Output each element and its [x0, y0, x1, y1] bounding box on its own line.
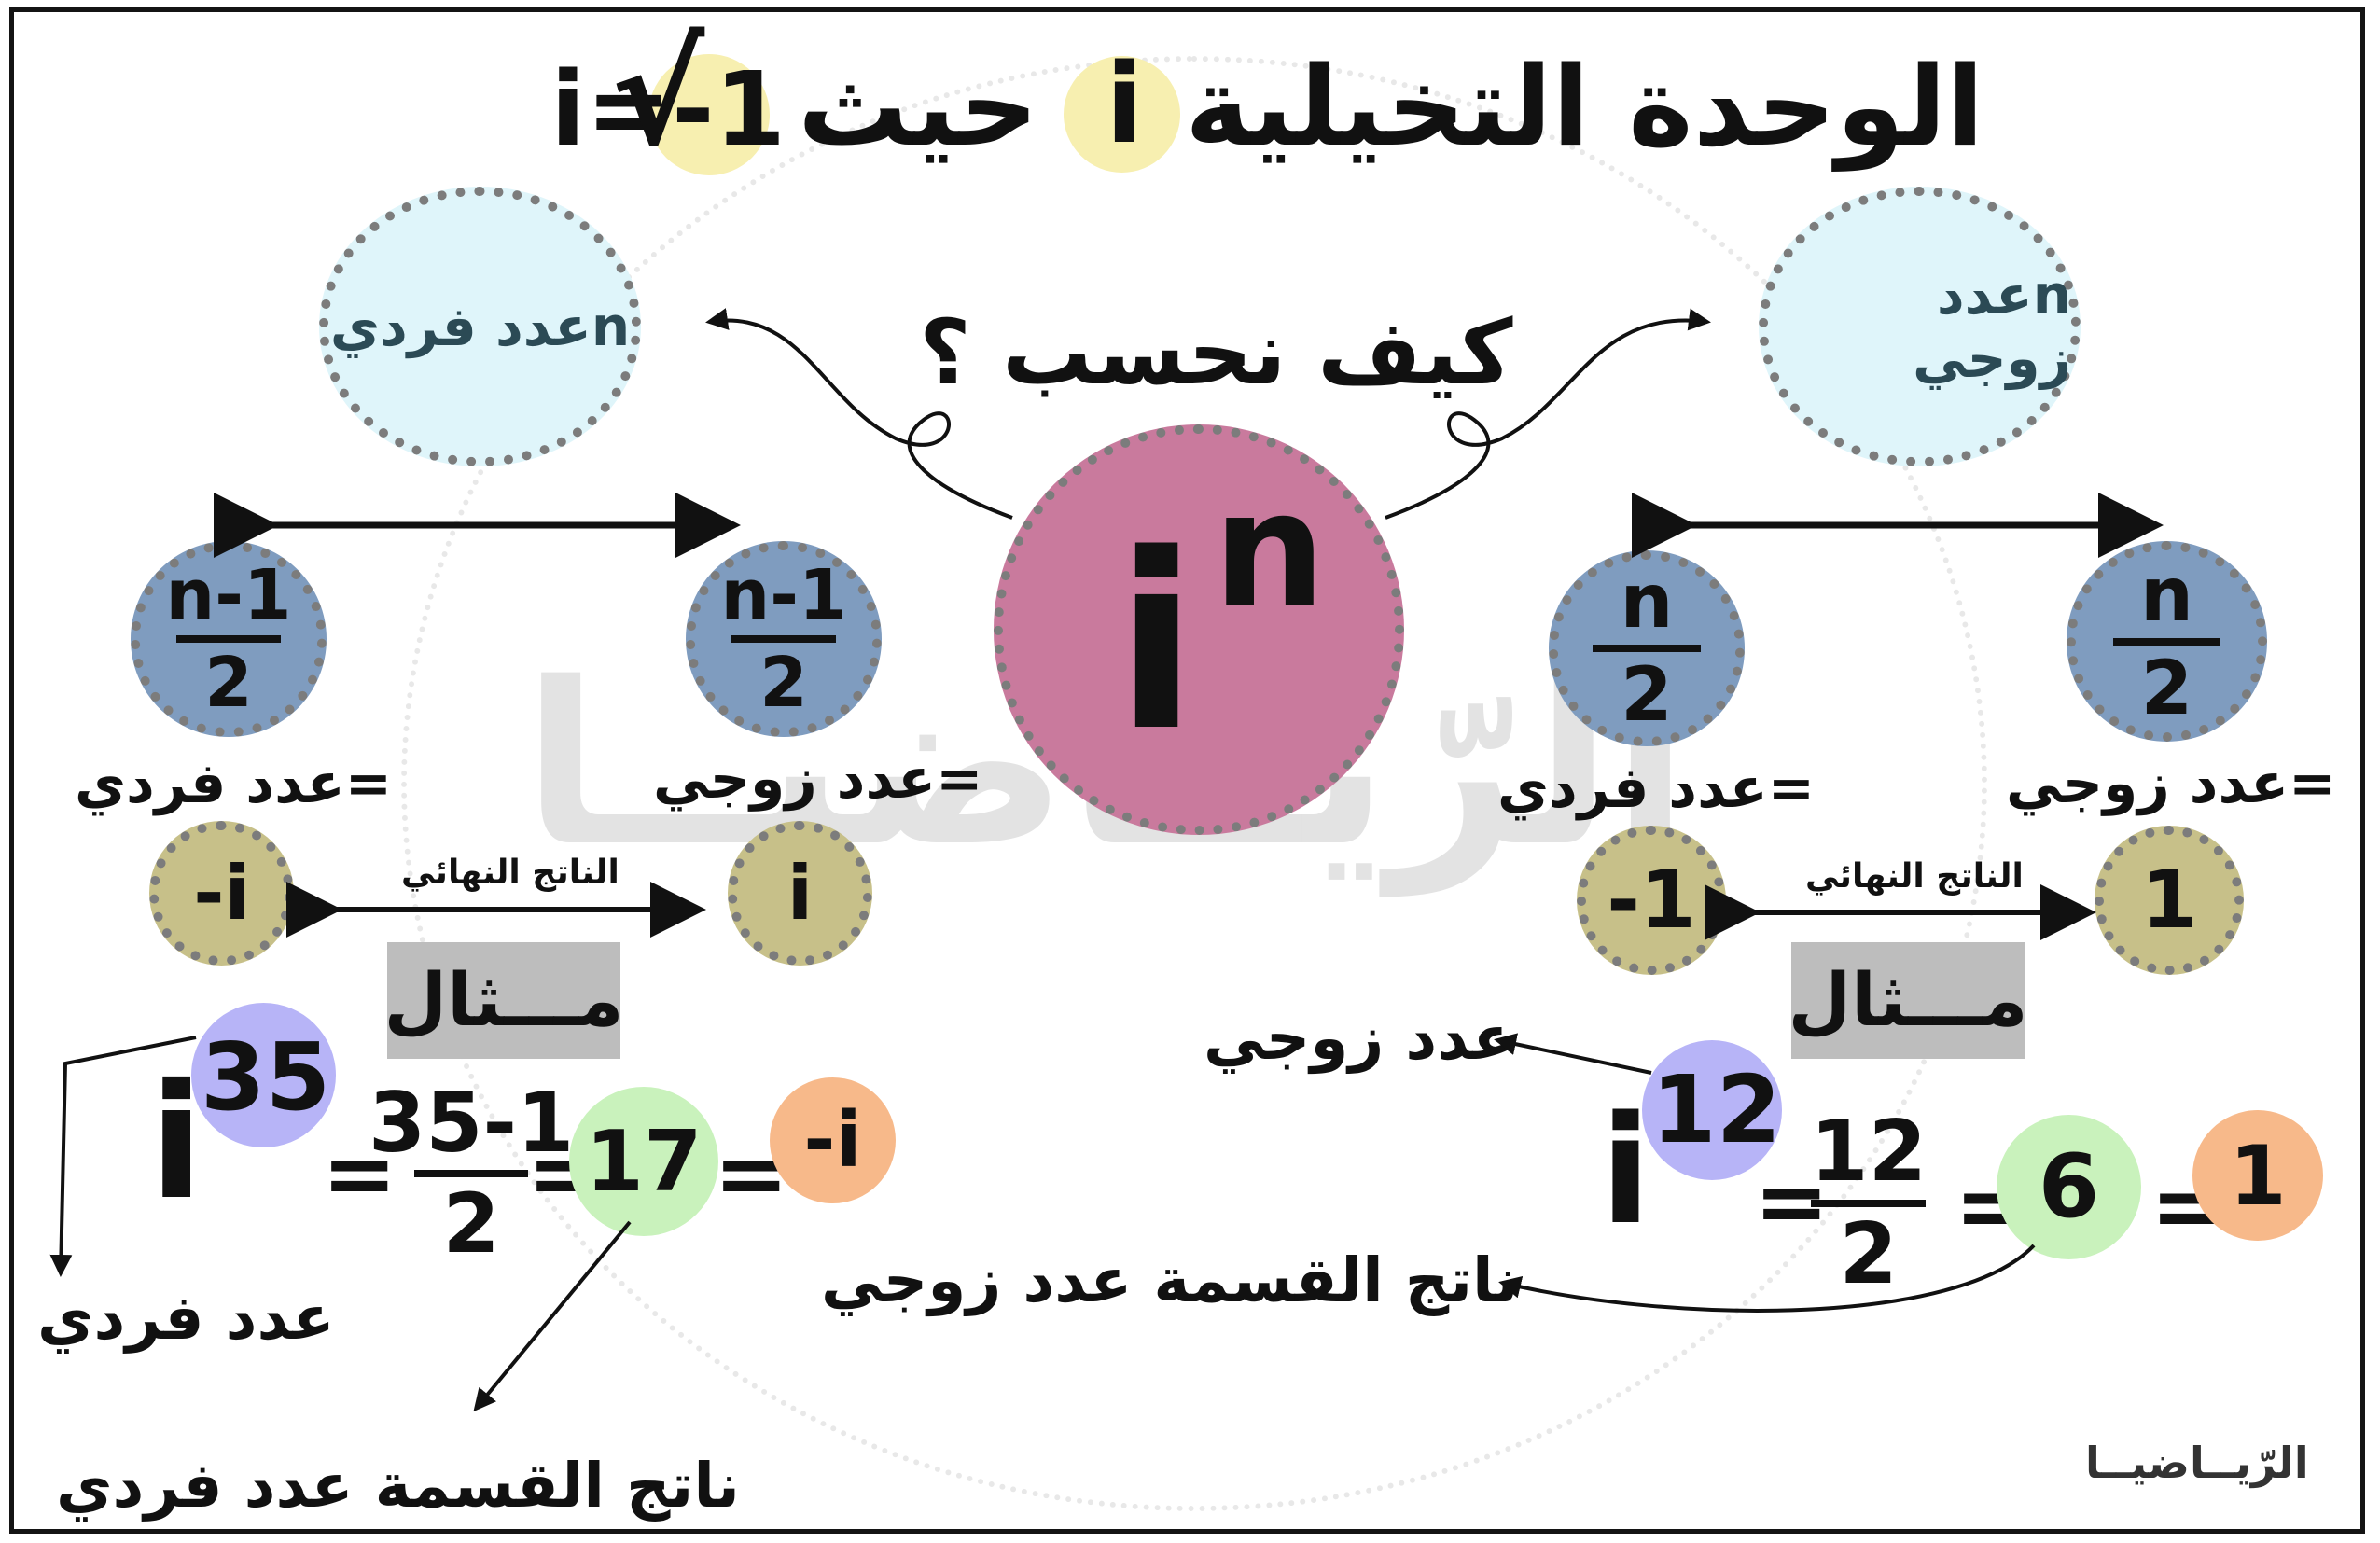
right-even-fraction-den: 2	[2112, 637, 2221, 726]
right-odd-result-label: =عدد فردي	[1497, 756, 1815, 821]
left-odd-result-label: =عدد فردي	[75, 751, 392, 816]
right-example-fraction-den: 2	[1811, 1200, 1926, 1297]
right-exponent-note-arrow	[1494, 1033, 1652, 1075]
right-example-base: i	[1600, 1083, 1651, 1258]
right-example-quotient-note: ناتج القسمة عدد زوجي	[821, 1244, 1519, 1316]
right-example-exponent: 12	[1651, 1055, 1782, 1164]
right-example-fraction-num: 12	[1810, 1103, 1928, 1201]
left-odd-fraction: n-1 2	[157, 561, 301, 717]
left-exponent-note-arrow	[49, 1036, 197, 1277]
right-odd-result-value: -1	[1607, 854, 1696, 947]
title-formula-lhs: i=	[550, 49, 672, 169]
odd-n-case-circle: nعدد فردي	[319, 187, 641, 466]
center-exponent-n: n	[1213, 458, 1327, 643]
even-n-case-circle: nعدد زوجي	[1759, 187, 2081, 466]
center-base-i: i	[1115, 503, 1199, 785]
right-even-fraction-num: n	[2140, 550, 2193, 638]
right-even-result-label: =عدد زوجي	[2006, 751, 2336, 816]
right-even-result-value: 1	[2141, 854, 2197, 947]
even-n-case-text: عدد زوجي	[1913, 263, 2071, 390]
right-even-fraction-circle: n 2	[2067, 541, 2267, 742]
left-example-base: i	[149, 1050, 204, 1235]
left-example-exponent: 35	[201, 1022, 331, 1132]
odd-n-case-label: nعدد فردي	[330, 295, 630, 358]
right-odd-fraction-num: n	[1620, 558, 1674, 645]
left-odd-fraction-den: 2	[176, 635, 281, 717]
left-example-quotient-circle: 17	[569, 1087, 718, 1236]
right-example-label: مـــثال	[1788, 942, 2028, 1059]
brand-logo: الرّيــاضيــا	[2085, 1438, 2309, 1488]
odd-n-symbol: n	[591, 295, 631, 358]
left-example-fraction: 35-1 2	[359, 1082, 583, 1265]
title-i-highlight	[1064, 56, 1180, 173]
background-circle	[401, 56, 1987, 1511]
title-radicand-highlight	[648, 54, 770, 175]
how-to-calculate-question: كيف نحسب ؟	[919, 300, 1513, 405]
left-example-result-circle: -i	[770, 1077, 896, 1203]
curve-to-odd-case	[705, 308, 1013, 520]
left-even-fraction: n-1 2	[712, 561, 856, 717]
center-power-circle: i n	[994, 424, 1404, 835]
left-odd-fraction-num: n-1	[165, 555, 292, 635]
left-example-equals-1: =	[322, 1121, 397, 1226]
right-example-exponent-highlight	[1642, 1040, 1782, 1180]
left-example-fraction-num: 35-1	[369, 1075, 575, 1171]
left-even-fraction-num: n-1	[720, 555, 847, 635]
right-odd-result-circle: -1	[1577, 826, 1726, 975]
left-even-result-label: =عدد زوجي	[653, 746, 983, 812]
left-example-quotient-note: ناتج القسمة عدد فردي	[56, 1450, 740, 1522]
right-odd-fraction-den: 2	[1593, 645, 1701, 732]
left-example-label: مـــثال	[383, 942, 624, 1059]
left-example-exponent-note: عدد فردي	[37, 1282, 335, 1354]
page-frame	[9, 7, 2365, 1534]
title-i-symbol: i	[1106, 39, 1144, 168]
title-radical-sign: √	[611, 15, 705, 177]
left-even-fraction-circle: n-1 2	[686, 541, 882, 737]
left-example-fraction-den: 2	[414, 1170, 528, 1265]
right-example-result-circle: 1	[2192, 1110, 2323, 1241]
right-example-exponent-note: عدد زوجي	[1204, 1002, 1515, 1074]
odd-n-case-text: عدد فردي	[329, 295, 592, 358]
left-example-result: -i	[803, 1096, 862, 1185]
even-n-case-label: nعدد زوجي	[1768, 263, 2071, 390]
left-example-exponent-highlight	[191, 1003, 336, 1147]
right-even-result-circle: 1	[2095, 826, 2244, 975]
right-example-quotient-circle: 6	[1997, 1115, 2141, 1259]
curve-to-even-case	[1385, 308, 1711, 520]
right-example-fraction: 12 2	[1801, 1110, 1936, 1297]
right-example-result: 1	[2229, 1127, 2287, 1224]
left-even-result-value: i	[786, 850, 814, 937]
left-example-quotient: 17	[585, 1112, 703, 1211]
right-odd-fraction-circle: n 2	[1549, 550, 1745, 746]
even-n-symbol: n	[2032, 263, 2071, 327]
left-odd-result-value: -i	[193, 850, 250, 937]
right-even-fraction: n 2	[2112, 550, 2221, 726]
left-even-fraction-den: 2	[731, 635, 836, 717]
left-odd-fraction-circle: n-1 2	[131, 541, 327, 737]
title-text: الوحدة التخيلية	[1185, 42, 1984, 171]
left-quotient-note-arrow	[473, 1220, 632, 1412]
title-radicand: -1	[672, 49, 786, 169]
right-example-quotient: 6	[2038, 1136, 2100, 1238]
left-even-result-circle: i	[728, 821, 872, 966]
title-where-word: حيث	[798, 42, 1039, 171]
right-odd-fraction: n 2	[1593, 564, 1701, 732]
right-quotient-note-arrow	[1498, 1244, 2036, 1313]
